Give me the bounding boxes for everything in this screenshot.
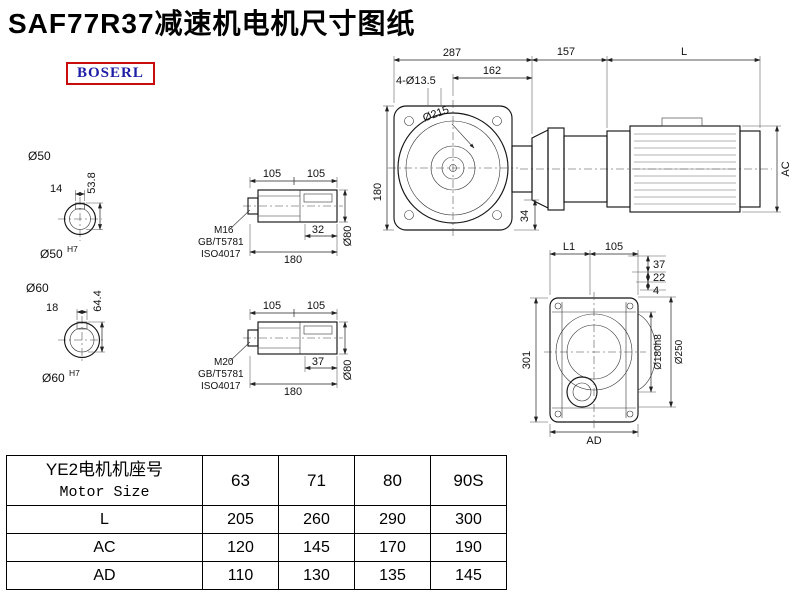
dim-105: 105: [605, 241, 623, 253]
dim-overall-287: 287: [443, 47, 461, 59]
dim-keyheight-60: 64.4: [92, 290, 104, 311]
dim-flange-250: Ø250: [674, 339, 685, 364]
dim-seg1-m20: 105: [263, 300, 281, 312]
motor-size-label-en: Motor Size: [59, 483, 150, 501]
dim-motor-length-L: L: [681, 46, 687, 58]
dim-spigot-180h8: Ø180h8: [653, 334, 664, 370]
dimension-table: YE2电机机座号 Motor Size 63 71 80 90S L 205 2…: [6, 455, 507, 590]
thread-callout-m16: M16: [214, 225, 234, 236]
size-col-63: 63: [202, 455, 279, 506]
brand-logo: BOSERL: [66, 62, 155, 85]
row-label-AC: AC: [6, 533, 203, 562]
table-cell: 205: [202, 505, 279, 534]
dim-total-len-m20: 180: [284, 386, 302, 398]
standard-iso4017: ISO4017: [201, 249, 241, 260]
standard-gbt5781-2: GB/T5781: [198, 369, 244, 380]
dim-keyheight-50: 53.8: [86, 172, 98, 193]
table-cell: 110: [202, 561, 279, 590]
motor-size-header-cell: YE2电机机座号 Motor Size: [6, 455, 203, 506]
dim-37: 37: [653, 259, 665, 271]
dim-total-len-m16: 180: [284, 254, 302, 266]
dim-dia60-label: Ø60: [26, 281, 49, 295]
row-label-L: L: [6, 505, 203, 534]
table-cell: 300: [430, 505, 507, 534]
dim-key-len-m16: 32: [312, 224, 324, 236]
table-cell: 290: [354, 505, 431, 534]
table-cell: 135: [354, 561, 431, 590]
table-cell: 145: [430, 561, 507, 590]
table-row-AD: AD 110 130 135 145: [6, 561, 507, 590]
dim-dia50-label: Ø50: [28, 149, 51, 163]
standard-gbt5781: GB/T5781: [198, 237, 244, 248]
table-cell: 170: [354, 533, 431, 562]
size-col-80: 80: [354, 455, 431, 506]
dim-dia80-m20: Ø80: [342, 360, 354, 381]
dim-seg2-m20: 105: [307, 300, 325, 312]
dim-motor-dia-AC: AC: [780, 161, 792, 176]
dim-offset-34: 34: [519, 210, 531, 222]
dim-keywidth-50: 14: [50, 183, 62, 195]
dim-bore-50: Ø50: [40, 247, 63, 261]
standard-iso4017-2: ISO4017: [201, 381, 241, 392]
table-cell: 190: [430, 533, 507, 562]
dim-bore-60: Ø60: [42, 371, 65, 385]
thread-callout-m20: M20: [214, 357, 234, 368]
dim-keywidth-60: 18: [46, 302, 58, 314]
dim-height-180: 180: [372, 183, 384, 201]
size-col-71: 71: [278, 455, 355, 506]
shaft-detail-m20: 105 105 M20 GB/T5781 ISO4017 37 180 Ø80: [198, 300, 354, 398]
table-cell: 130: [278, 561, 355, 590]
dim-key-len-m20: 37: [312, 356, 324, 368]
page-title: SAF77R37减速机电机尺寸图纸: [8, 8, 416, 39]
table-cell: 145: [278, 533, 355, 562]
dim-adapter-157: 157: [557, 46, 575, 58]
dim-half-162: 162: [483, 65, 501, 77]
table-row-AC: AC 120 145 170 190: [6, 533, 507, 562]
dim-seg2-m16: 105: [307, 168, 325, 180]
table-header-row: YE2电机机座号 Motor Size 63 71 80 90S: [6, 455, 507, 506]
table-cell: 260: [278, 505, 355, 534]
side-flange-view: L1 105 37 22 4 Ø180h8 Ø250 301 AD: [521, 241, 685, 447]
callout-4-holes: 4-Ø13.5: [396, 75, 436, 87]
dim-width-AD: AD: [586, 435, 601, 447]
dim-22: 22: [653, 272, 665, 284]
table-row-L: L 205 260 290 300: [6, 505, 507, 534]
dim-4: 4: [653, 285, 659, 297]
shaft-detail-m16: 105 105 M16 GB/T5781 ISO4017 32 180 Ø80: [198, 168, 354, 266]
motor-size-label-cn: YE2电机机座号: [45, 459, 164, 479]
dim-bore-50-tol: H7: [67, 244, 78, 254]
dim-seg1-m16: 105: [263, 168, 281, 180]
row-label-AD: AD: [6, 561, 203, 590]
table-cell: 120: [202, 533, 279, 562]
shaft-end-view-60: Ø60 18 64.4 Ø60 H7: [26, 281, 106, 385]
front-assembly-view: 287 162 157 L 4-Ø13.5 Ø215 180 34 AC: [372, 46, 792, 236]
dim-dia80-m16: Ø80: [342, 226, 354, 247]
shaft-end-view-50: Ø50 14 53.8 Ø50 H7: [28, 149, 103, 261]
dim-L1: L1: [563, 241, 575, 253]
dim-height-301: 301: [521, 351, 533, 369]
dim-bore-60-tol: H7: [69, 368, 80, 378]
size-col-90s: 90S: [430, 455, 507, 506]
